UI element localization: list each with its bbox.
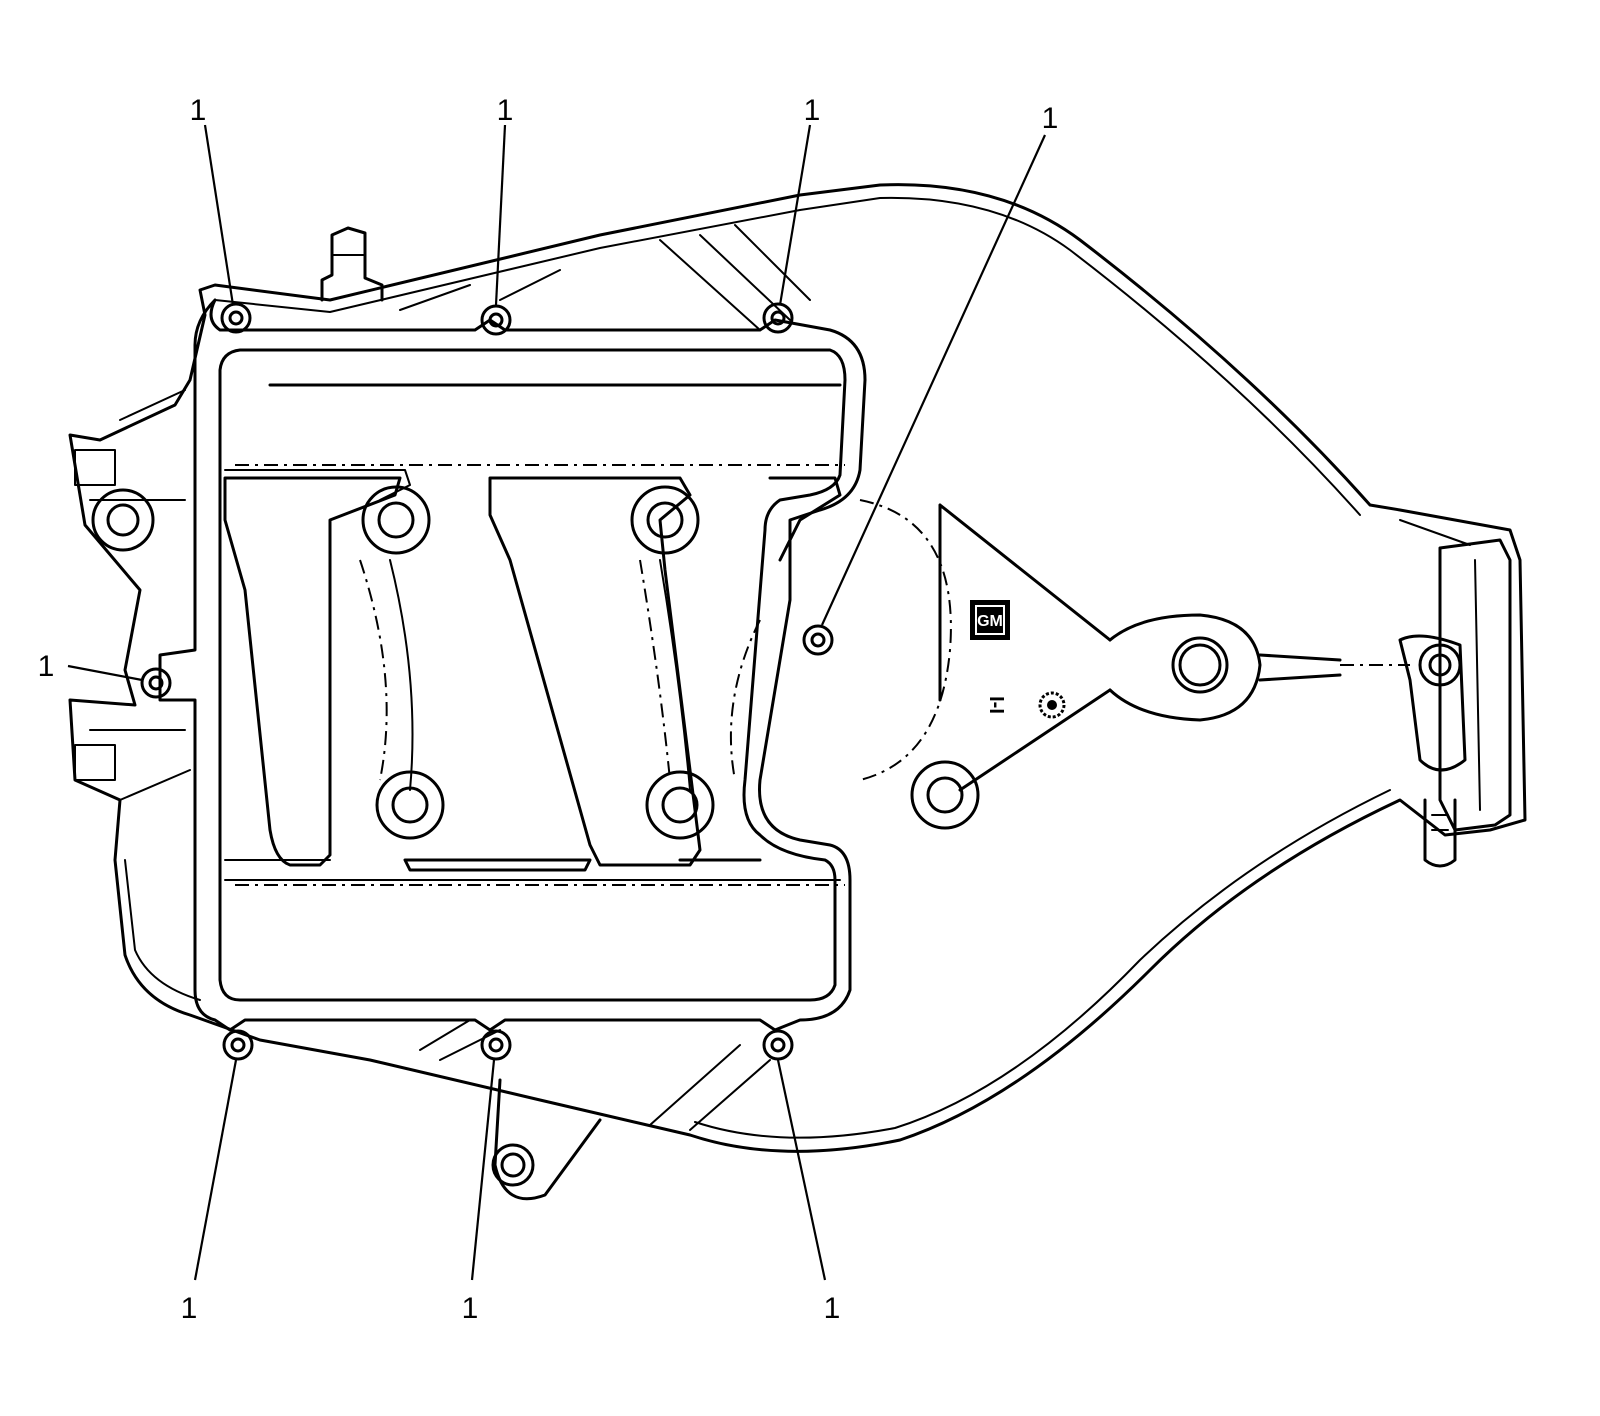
- manifold-markings: GM I-I: [970, 600, 1066, 719]
- bolt-hole: [762, 302, 794, 334]
- interior-bolt-bosses: [91, 485, 1467, 1187]
- bolt-hole: [220, 302, 252, 334]
- callout-label: 1: [1042, 102, 1059, 135]
- bolt-hole: [802, 624, 834, 656]
- bolt-hole: [140, 667, 172, 699]
- callout-label: 1: [38, 650, 55, 683]
- callout-label: 1: [190, 94, 207, 127]
- callout-labels: 1 1 1 1 1 1 1 1: [38, 94, 1059, 1325]
- gasket-flange: [158, 298, 867, 1032]
- bolt-hole: [222, 1029, 254, 1061]
- leader-lines: [67, 124, 1047, 1281]
- callout-label: 1: [181, 1292, 198, 1325]
- bolt-hole: [480, 304, 512, 336]
- callout-label: 1: [497, 94, 514, 127]
- part-code-text: I-I: [985, 696, 1007, 714]
- callout-label: 1: [824, 1292, 841, 1325]
- plenum-runners: [223, 383, 845, 886]
- recycle-symbol-icon: [1038, 691, 1066, 719]
- logo-text: GM: [977, 613, 1003, 630]
- bolt-hole: [762, 1029, 794, 1061]
- mounting-bolts: [140, 302, 834, 1061]
- callout-label: 1: [804, 94, 821, 127]
- manifold-outer-housing: [68, 183, 1527, 1201]
- callout-label: 1: [462, 1292, 479, 1325]
- bolt-hole: [480, 1029, 512, 1061]
